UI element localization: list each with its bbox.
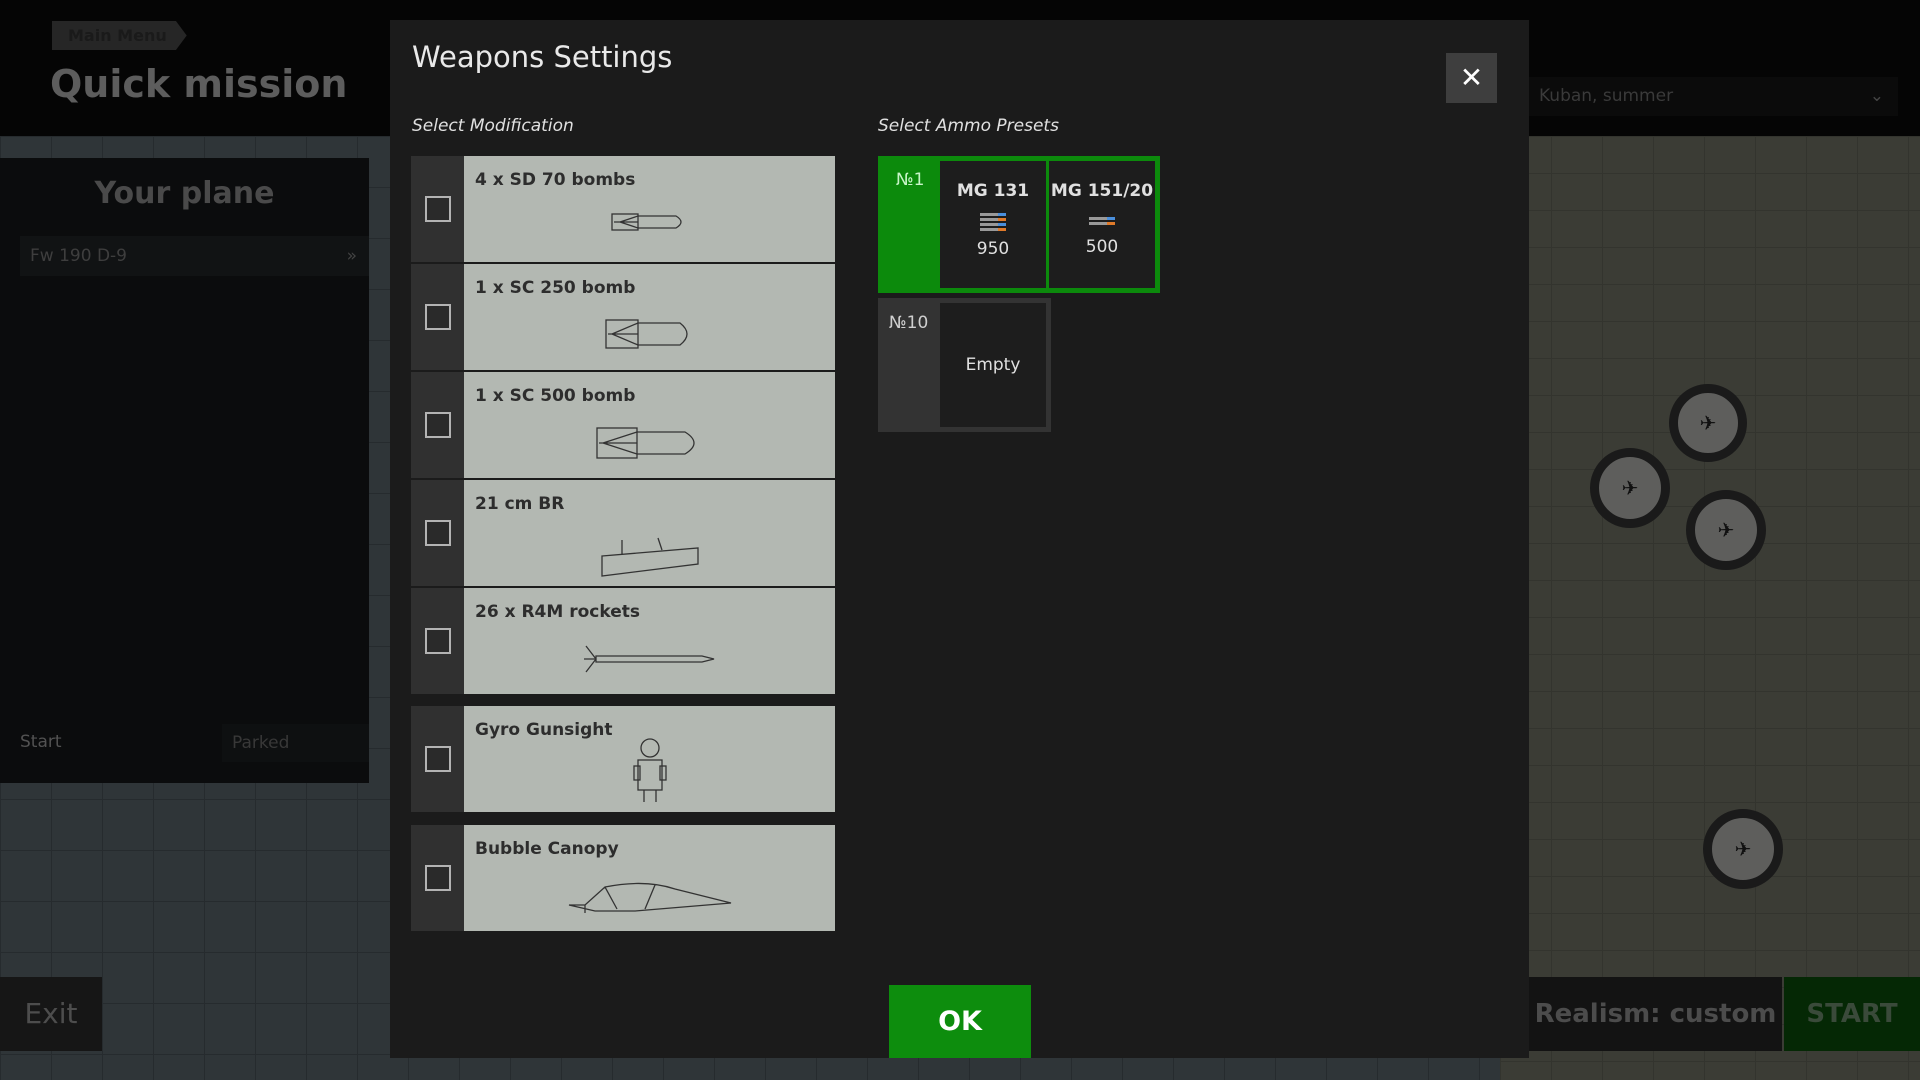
breadcrumb-main-menu[interactable]: Main Menu	[52, 21, 187, 50]
gun-name: MG 131	[956, 181, 1030, 201]
exit-button[interactable]: Exit	[0, 977, 102, 1051]
ammo-count: 950	[976, 239, 1010, 259]
ammo-preset-1[interactable]: №1 MG 131 950 MG 151/20 500	[878, 156, 1160, 293]
preset-number: №1	[896, 170, 925, 190]
close-button[interactable]: ✕	[1446, 53, 1497, 103]
modification-item[interactable]: Bubble Canopy	[411, 825, 835, 931]
modification-item[interactable]: 4 x SD 70 bombs	[411, 156, 835, 262]
small-bomb-icon	[610, 213, 682, 231]
ammo-belt-icon	[1089, 217, 1115, 225]
ammo-preset-10[interactable]: №10 Empty	[878, 298, 1051, 432]
ammo-count: 500	[1085, 237, 1119, 257]
modification-item[interactable]: 21 cm BR	[411, 480, 835, 586]
close-icon: ✕	[1459, 61, 1484, 94]
modification-label: 4 x SD 70 bombs	[475, 170, 636, 190]
your-plane-heading: Your plane	[94, 176, 275, 211]
modification-checkbox[interactable]	[424, 304, 451, 330]
ok-button[interactable]: OK	[889, 985, 1031, 1058]
empty-preset-label: Empty	[940, 303, 1046, 427]
gun-ammo-cell: MG 131 950	[940, 161, 1046, 288]
map-select[interactable]: Kuban, summer ⌄	[1529, 77, 1898, 116]
modification-item[interactable]: 1 x SC 500 bomb	[411, 372, 835, 478]
modification-item[interactable]: 26 x R4M rockets	[411, 588, 835, 694]
modification-checkbox[interactable]	[424, 746, 451, 772]
plane-group-marker[interactable]: ✈	[1669, 384, 1747, 462]
modification-label: Bubble Canopy	[475, 839, 619, 859]
modification-item[interactable]: 1 x SC 250 bomb	[411, 264, 835, 370]
modification-label: Gyro Gunsight	[475, 720, 613, 740]
map-view[interactable]: ✈ ✈ ✈ ✈	[1500, 136, 1920, 1080]
gun-name: MG 151/20	[1050, 181, 1154, 201]
chevron-down-icon: ⌄	[1869, 86, 1884, 106]
gun-ammo-cell: MG 151/20 500	[1049, 161, 1155, 288]
ammo-belt-icon	[980, 213, 1006, 231]
large-bomb-icon	[595, 427, 695, 459]
ammo-presets-heading: Select Ammo Presets	[878, 116, 1059, 136]
modification-checkbox[interactable]	[424, 865, 451, 891]
map-select-value: Kuban, summer	[1539, 86, 1674, 106]
plane-group-marker[interactable]: ✈	[1686, 490, 1766, 570]
dialog-title: Weapons Settings	[412, 40, 673, 74]
plane-group-marker[interactable]: ✈	[1590, 448, 1670, 528]
modification-checkbox[interactable]	[424, 196, 451, 222]
rocket-icon	[583, 645, 714, 673]
gunsight-icon	[632, 738, 667, 802]
double-chevron-icon: »	[346, 246, 357, 266]
page-title: Quick mission	[50, 62, 348, 106]
modification-checkbox[interactable]	[424, 628, 451, 654]
weapons-settings-dialog: Weapons Settings ✕ Select Modification S…	[390, 20, 1529, 1058]
canopy-icon	[568, 882, 731, 913]
modification-item[interactable]: Gyro Gunsight	[411, 706, 835, 812]
modifications-heading: Select Modification	[412, 116, 574, 136]
modification-label: 26 x R4M rockets	[475, 602, 640, 622]
start-select[interactable]: Parked	[222, 724, 369, 762]
start-label: Start	[20, 732, 62, 752]
modification-label: 1 x SC 500 bomb	[475, 386, 636, 406]
realism-button[interactable]: Realism: custom	[1529, 977, 1782, 1051]
plane-name: Fw 190 D-9	[30, 246, 127, 266]
modification-label: 21 cm BR	[475, 494, 565, 514]
start-button[interactable]: START	[1784, 977, 1920, 1051]
rocket-tube-icon	[600, 537, 699, 577]
plane-group-marker[interactable]: ✈	[1703, 809, 1783, 889]
modification-label: 1 x SC 250 bomb	[475, 278, 636, 298]
preset-number: №10	[889, 313, 929, 333]
plane-selector[interactable]: Fw 190 D-9 »	[20, 236, 369, 276]
modification-checkbox[interactable]	[424, 412, 451, 438]
medium-bomb-icon	[604, 319, 688, 349]
modification-checkbox[interactable]	[424, 520, 451, 546]
